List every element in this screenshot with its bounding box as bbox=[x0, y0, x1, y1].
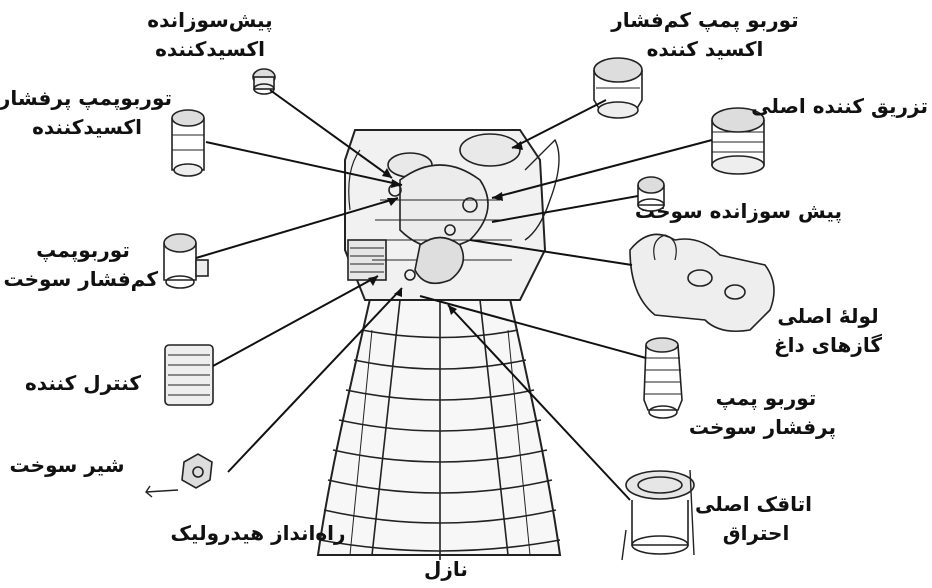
component-lp-oxidizer-turbopump bbox=[594, 58, 642, 118]
label-lp-oxidizer-turbopump-line1: توربو پمپ کم‌فشار bbox=[600, 6, 810, 35]
component-fuel-valve bbox=[146, 454, 212, 497]
label-main-injector: تزریق کننده اصلی bbox=[768, 92, 928, 121]
label-controller-line1: کنترل کننده bbox=[22, 369, 144, 398]
label-oxidizer-preburner-line2: اکسیدکننده bbox=[136, 35, 284, 64]
label-oxidizer-preburner: پیش‌سوزانده اکسیدکننده bbox=[136, 6, 284, 64]
label-lp-fuel-turbopump-line2: کم‌فشار سوخت bbox=[8, 265, 158, 294]
component-controller bbox=[165, 345, 213, 405]
label-lp-oxidizer-turbopump-line2: اکسید کننده bbox=[600, 35, 810, 64]
label-hp-oxidizer-turbopump-line2: اکسیدکننده bbox=[2, 113, 172, 142]
label-hot-gas-manifold: لولۀ اصلی گازهای داغ bbox=[758, 302, 898, 360]
label-fuel-valve-line1: شیر سوخت bbox=[4, 451, 130, 480]
label-fuel-preburner: پیش سوزانده سوخت bbox=[650, 197, 842, 226]
component-lp-fuel-turbopump bbox=[164, 234, 208, 288]
label-lp-oxidizer-turbopump: توربو پمپ کم‌فشار اکسید کننده bbox=[600, 6, 810, 64]
label-fuel-valve: شیر سوخت bbox=[4, 451, 130, 480]
label-hot-gas-manifold-line2: گازهای داغ bbox=[758, 331, 898, 360]
label-hp-oxidizer-turbopump: توربوپمپ پرفشار اکسیدکننده bbox=[2, 84, 172, 142]
label-hp-fuel-turbopump-line2: پرفشار سوخت bbox=[696, 413, 836, 442]
label-nozzle: نازل bbox=[406, 555, 486, 584]
label-lp-fuel-turbopump-line1: توربوپمپ bbox=[8, 236, 158, 265]
component-hot-gas-manifold bbox=[630, 234, 774, 331]
component-main-combustion-chamber bbox=[622, 470, 694, 560]
component-hp-oxidizer-turbopump bbox=[172, 110, 204, 176]
label-hp-fuel-turbopump-line1: توربو پمپ bbox=[696, 384, 836, 413]
component-hp-fuel-turbopump bbox=[644, 338, 682, 418]
label-nozzle-line1: نازل bbox=[406, 555, 486, 584]
label-main-combustion-chamber: اتاقک اصلی احتراق bbox=[700, 490, 812, 548]
label-controller: کنترل کننده bbox=[22, 369, 144, 398]
label-hydraulic-actuator: راه‌انداز هیدرولیک bbox=[160, 519, 356, 548]
label-oxidizer-preburner-line1: پیش‌سوزانده bbox=[136, 6, 284, 35]
label-main-combustion-chamber-line2: احتراق bbox=[700, 519, 812, 548]
label-fuel-preburner-line1: پیش سوزانده سوخت bbox=[650, 197, 842, 226]
label-hp-oxidizer-turbopump-line1: توربوپمپ پرفشار bbox=[2, 84, 172, 113]
label-hot-gas-manifold-line1: لولۀ اصلی bbox=[758, 302, 898, 331]
label-main-combustion-chamber-line1: اتاقک اصلی bbox=[700, 490, 812, 519]
label-hydraulic-actuator-line1: راه‌انداز هیدرولیک bbox=[160, 519, 356, 548]
label-hp-fuel-turbopump: توربو پمپ پرفشار سوخت bbox=[696, 384, 836, 442]
label-main-injector-line1: تزریق کننده اصلی bbox=[768, 92, 928, 121]
label-lp-fuel-turbopump: توربوپمپ کم‌فشار سوخت bbox=[8, 236, 158, 294]
